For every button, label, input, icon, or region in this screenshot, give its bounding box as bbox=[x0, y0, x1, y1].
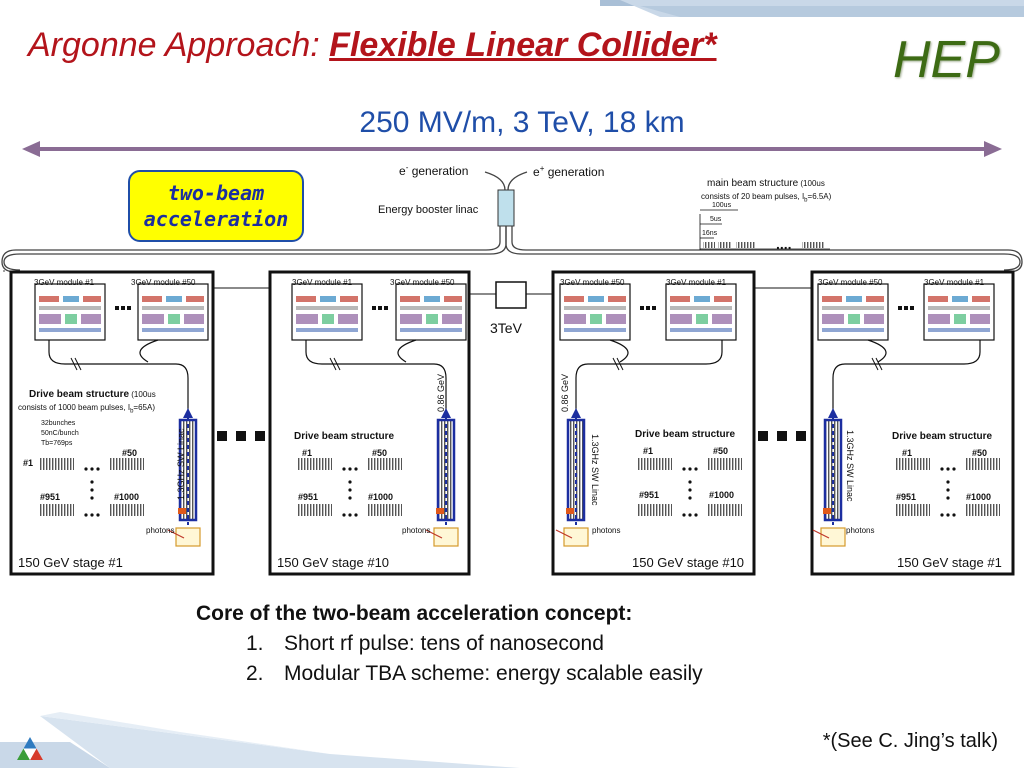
stage4-linac-label: 1.3GHz SW Linac bbox=[845, 430, 855, 502]
stage4-pulse-951: #951 bbox=[896, 492, 917, 502]
main-beam-line2: consists of 20 beam pulses, Ib=6.5A) bbox=[701, 192, 832, 204]
stage1-linac-label: 1.3GHz SW Linac bbox=[176, 428, 186, 500]
stage2-pulse-951: #951 bbox=[298, 492, 319, 502]
stage3-pulse-1000: #1000 bbox=[709, 490, 735, 500]
collider-diagram bbox=[1, 171, 1023, 576]
core-heading: Core of the two-beam acceleration concep… bbox=[196, 602, 633, 625]
footnote: *(See C. Jing’s talk) bbox=[822, 730, 998, 752]
core-item-2: 2.Modular TBA scheme: energy scalable ea… bbox=[246, 662, 703, 685]
rf-module bbox=[395, 283, 467, 341]
stage3-module-right: 3GeV module #1 bbox=[666, 278, 727, 287]
hep-badge: HEP bbox=[893, 31, 1000, 89]
stage-box-4 bbox=[810, 270, 1015, 576]
stage2-pulse-1: #1 bbox=[302, 448, 313, 458]
stage1-bunch3: Tb=769ps bbox=[41, 440, 73, 447]
two-beam-callout: two-beam acceleration bbox=[128, 170, 304, 242]
length-arrow bbox=[22, 141, 1002, 157]
stage3-pulse-50: #50 bbox=[713, 446, 729, 456]
main-beam-t1: 100us bbox=[712, 202, 732, 209]
header-band bbox=[600, 0, 1024, 17]
stage1-module-right: 3GeV module #50 bbox=[131, 278, 196, 287]
stage1-pulse-50: #50 bbox=[122, 448, 138, 458]
stage3-photons: photons bbox=[592, 526, 621, 535]
title-prefix: Argonne Approach: bbox=[28, 26, 330, 64]
stage4-module-right: 3GeV module #1 bbox=[924, 278, 985, 287]
stage2-energy: 0.86 GeV bbox=[436, 373, 446, 412]
stage1-drive-line2: consists of 1000 beam pulses, Ib=65A) bbox=[18, 403, 155, 415]
stage1-pulse-1000: #1000 bbox=[114, 492, 140, 502]
stage-box-1 bbox=[9, 270, 215, 576]
stage3-name: 150 GeV stage #10 bbox=[632, 555, 745, 570]
slide-title: Argonne Approach: Flexible Linear Collid… bbox=[28, 26, 717, 65]
stage3-module-left: 3GeV module #50 bbox=[560, 278, 625, 287]
stage2-drive-title: Drive beam structure bbox=[294, 431, 395, 442]
footer-band bbox=[0, 712, 520, 768]
stage-box-2 bbox=[268, 270, 471, 576]
stage1-photons: photons bbox=[146, 526, 175, 535]
stage2-module-left: 3GeV module #1 bbox=[292, 278, 353, 287]
main-beam-t2: 5us bbox=[710, 216, 722, 223]
stage4-pulse-50: #50 bbox=[972, 448, 988, 458]
rf-module bbox=[923, 283, 995, 341]
stage3-pulse-1: #1 bbox=[643, 446, 654, 456]
subtitle: 250 MV/m, 3 TeV, 18 km bbox=[359, 106, 685, 139]
stage2-pulse-1000: #1000 bbox=[368, 492, 394, 502]
positron-generation-label: e+ generation bbox=[533, 164, 605, 179]
stage2-photons: photons bbox=[402, 526, 431, 535]
rf-module bbox=[291, 283, 363, 341]
stage3-energy: 0.86 GeV bbox=[560, 373, 570, 412]
rf-module bbox=[665, 283, 737, 341]
stage4-pulse-1: #1 bbox=[902, 448, 913, 458]
stage2-module-right: 3GeV module #50 bbox=[390, 278, 455, 287]
stage4-drive-title: Drive beam structure bbox=[892, 431, 993, 442]
stage4-module-left: 3GeV module #50 bbox=[818, 278, 883, 287]
rf-module bbox=[817, 283, 889, 341]
rf-module bbox=[137, 283, 209, 341]
argonne-logo-icon bbox=[17, 737, 43, 760]
main-beam-title: main beam structure (100us bbox=[707, 178, 825, 189]
stage3-pulse-951: #951 bbox=[639, 490, 660, 500]
stage2-name: 150 GeV stage #10 bbox=[277, 555, 390, 570]
stage1-bunch1: 32bunches bbox=[41, 420, 76, 427]
stage2-pulse-50: #50 bbox=[372, 448, 388, 458]
stage1-pulse-1: #1 bbox=[23, 458, 34, 468]
main-beam-dots: .... bbox=[776, 236, 792, 252]
electron-generation-label: e- generation bbox=[399, 163, 469, 178]
callout-line2: acceleration bbox=[143, 207, 289, 231]
stage1-module-left: 3GeV module #1 bbox=[34, 278, 95, 287]
stage3-drive-title: Drive beam structure bbox=[635, 429, 736, 440]
stage4-pulse-1000: #1000 bbox=[966, 492, 992, 502]
stage4-photons: photons bbox=[846, 526, 875, 535]
rf-module bbox=[34, 283, 106, 341]
title-accent: Flexible Linear Collider* bbox=[329, 26, 717, 64]
stage1-bunch2: 50nC/bunch bbox=[41, 430, 79, 437]
stage1-drive-title: Drive beam structure (100us bbox=[29, 389, 156, 400]
stage4-name: 150 GeV stage #1 bbox=[897, 555, 1002, 570]
core-item-1: 1.Short rf pulse: tens of nanosecond bbox=[246, 632, 604, 655]
core-concept: Core of the two-beam acceleration concep… bbox=[196, 602, 703, 686]
rf-module bbox=[559, 283, 631, 341]
ip-energy: 3TeV bbox=[490, 320, 522, 336]
main-beam-t3: 16ns bbox=[702, 230, 718, 237]
stage3-linac-label: 1.3GHz SW Linac bbox=[590, 434, 600, 506]
stage1-name: 150 GeV stage #1 bbox=[18, 555, 123, 570]
stage1-pulse-951: #951 bbox=[40, 492, 61, 502]
booster-label: Energy booster linac bbox=[378, 204, 479, 216]
stage-box-3 bbox=[551, 270, 756, 576]
callout-line1: two-beam bbox=[167, 181, 265, 205]
